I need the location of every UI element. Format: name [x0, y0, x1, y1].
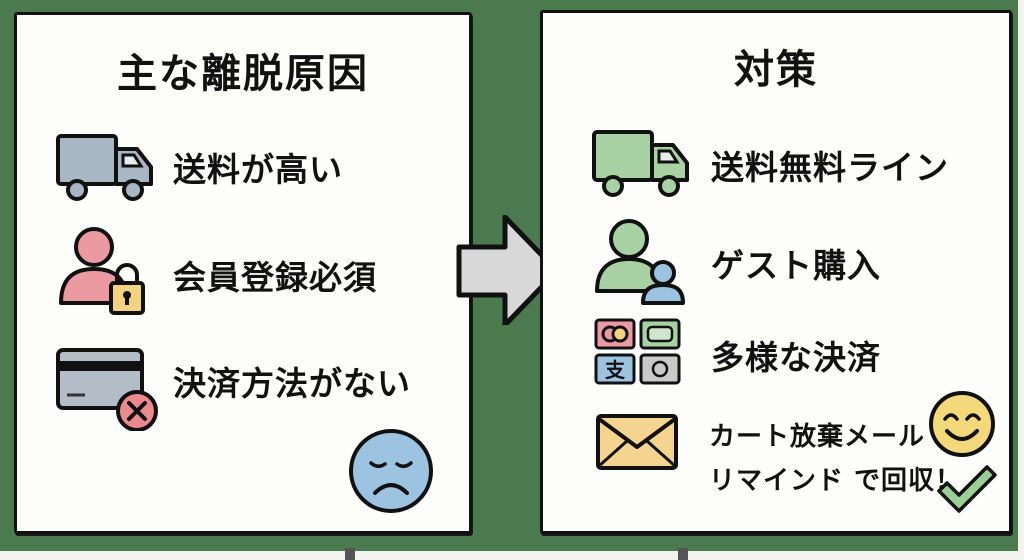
guest-users-icon — [595, 219, 685, 305]
board-stand-post-left — [345, 548, 355, 560]
user-lock-icon — [59, 227, 145, 315]
solution-label: 多様な決済 — [711, 338, 881, 377]
solution-label-line2: リマインド で回収！ — [709, 466, 963, 496]
solution-label: 送料無料ライン — [711, 148, 949, 187]
solutions-panel: 対策 送料無料ライン ゲスト購入 支 多様な決済 — [540, 10, 1012, 534]
cause-item-payment: 決済方法がない — [173, 357, 411, 405]
svg-text:支: 支 — [605, 358, 626, 382]
solution-label: ゲスト購入 — [711, 246, 881, 285]
solution-item-payment-options: 多様な決済 — [711, 331, 881, 379]
solution-item-cart-reminder: カート放棄メール リマインド で回収！ — [709, 415, 962, 503]
envelope-icon — [596, 414, 678, 470]
solutions-title: 対策 — [734, 47, 818, 93]
cause-label: 会員登録必須 — [173, 258, 377, 297]
solution-item-free-shipping: 送料無料ライン — [711, 141, 949, 189]
smiling-face-icon — [929, 391, 995, 457]
truck-icon — [56, 134, 153, 201]
sad-face-icon — [349, 429, 433, 513]
solution-label-line1: カート放棄メール — [709, 422, 926, 452]
causes-title: 主な離脱原因 — [117, 51, 369, 97]
cause-label: 決済方法がない — [173, 364, 411, 403]
truck-icon — [592, 130, 689, 197]
payment-methods-icon: 支 — [594, 318, 681, 385]
checkmark-icon — [937, 465, 997, 513]
causes-panel: 主な離脱原因 送料が高い 会員登録必須 決済方法がない — [14, 12, 472, 534]
cause-item-shipping: 送料が高い — [173, 143, 343, 191]
board-stand-post-right — [678, 548, 688, 560]
cause-label: 送料が高い — [173, 150, 343, 189]
solution-item-guest-checkout: ゲスト購入 — [711, 239, 881, 287]
right-arrow-icon — [456, 215, 560, 325]
credit-card-x-icon — [56, 348, 158, 431]
cause-item-registration: 会員登録必須 — [173, 251, 377, 299]
